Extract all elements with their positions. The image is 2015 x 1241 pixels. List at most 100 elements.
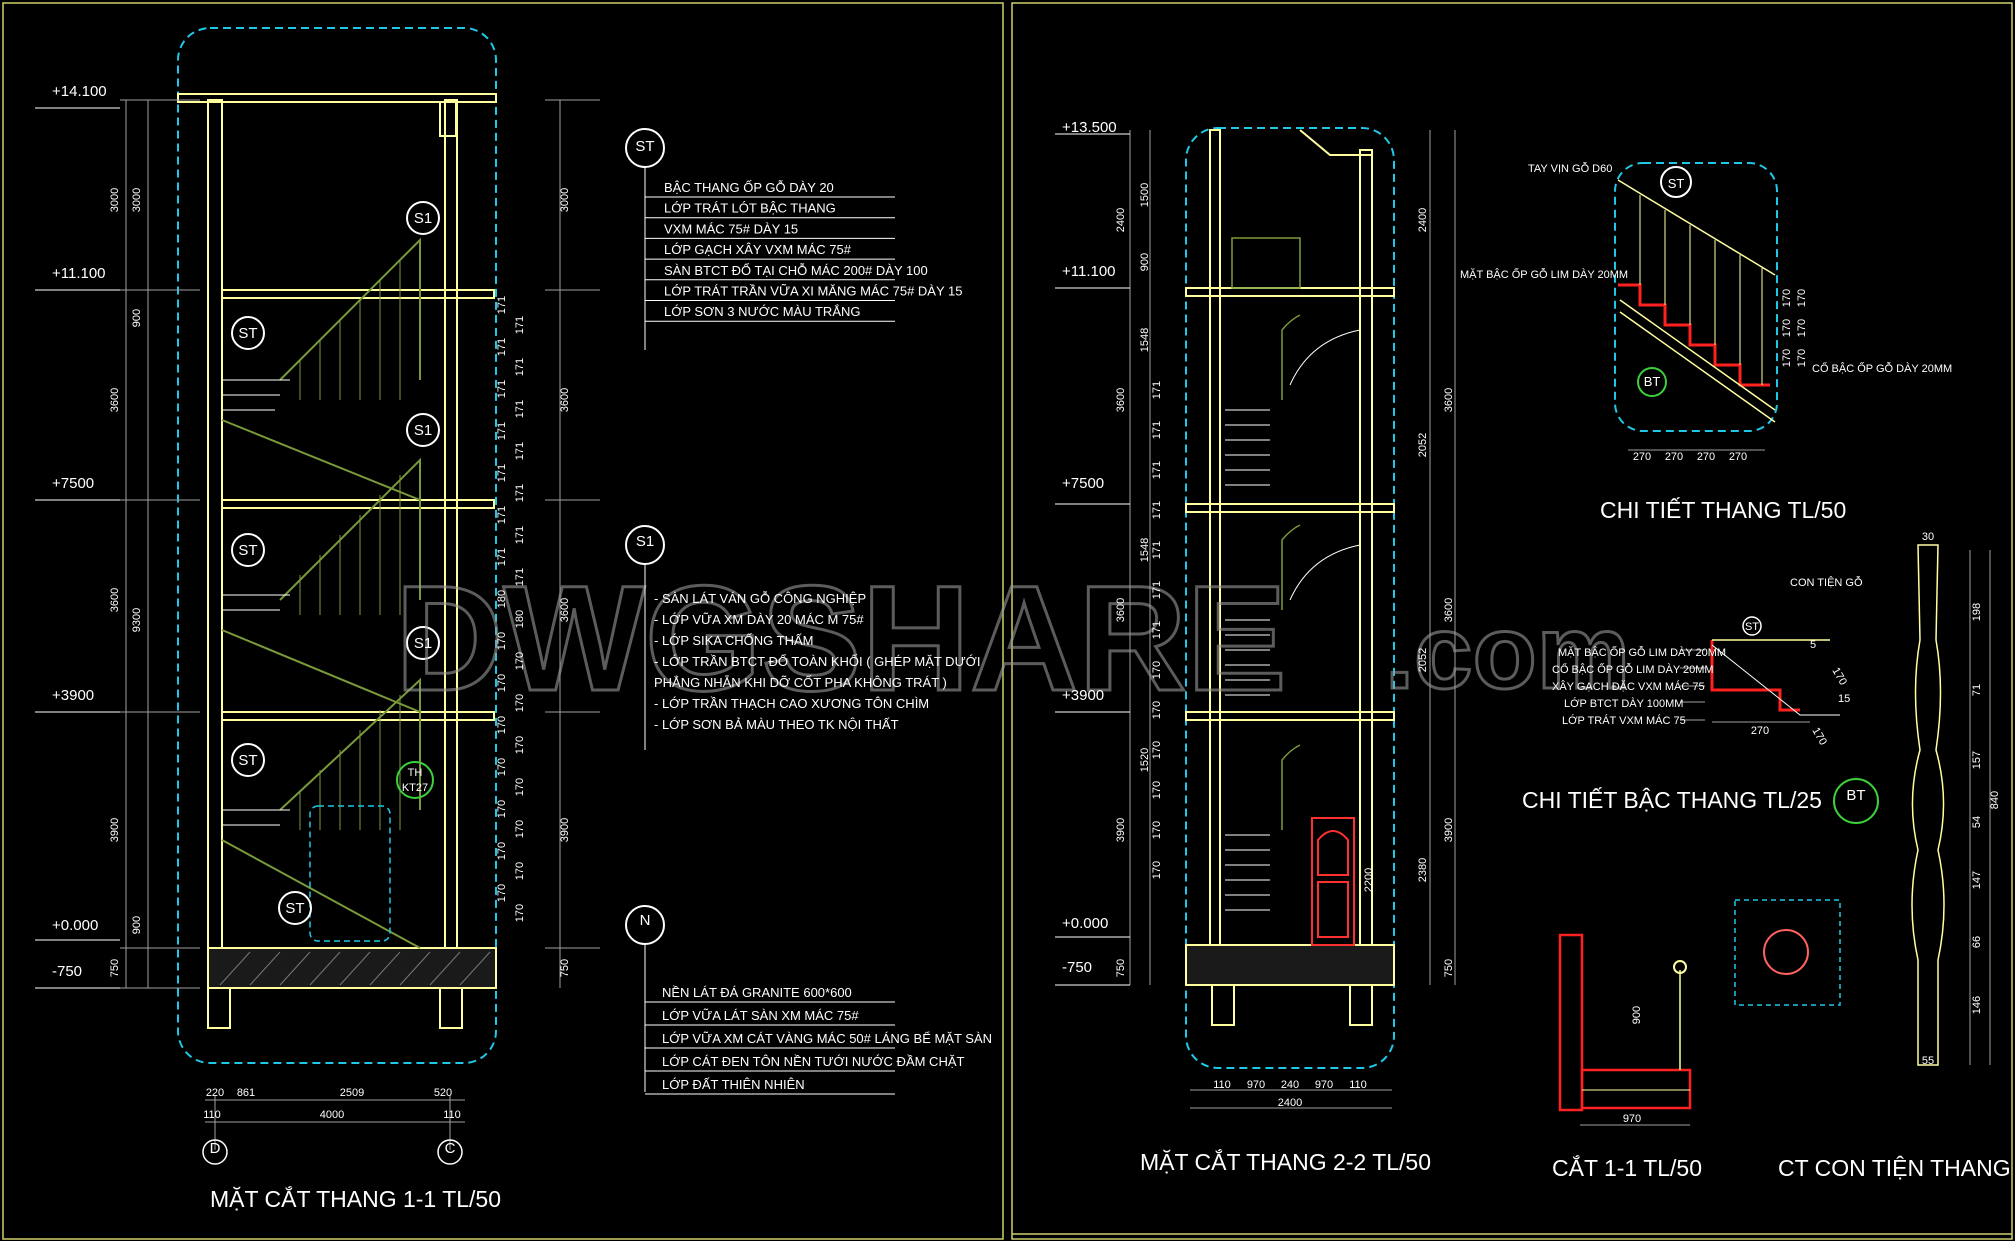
dim-label: 970	[1315, 1079, 1333, 1091]
riser-dim: 170	[496, 674, 508, 692]
level-label: +14.100	[52, 83, 107, 100]
section-1-drawing	[35, 27, 600, 1165]
riser-dim: 170	[514, 778, 526, 796]
baluster-dim: 147	[1971, 871, 1983, 889]
level-label: +13.500	[1062, 119, 1117, 136]
note-s1-item: PHẲNG NHẴN KHI DỠ CỐT PHA KHÔNG TRÁT )	[654, 675, 947, 690]
baluster-dim: 66	[1971, 936, 1983, 948]
riser-dim: 171	[514, 568, 526, 586]
watermark: DWGSHARE .com	[394, 553, 1632, 724]
section-2-drawing	[1055, 127, 1456, 1109]
note-s1-item: - SÀN LÁT VÁN GỖ CÔNG NGHIỆP	[654, 591, 866, 606]
detail-stair-side-dim: 170	[1796, 349, 1808, 367]
cut-detail-dim: 900	[1631, 1006, 1643, 1024]
riser-dim: 170	[496, 800, 508, 818]
label-tread: MẶT BẬC ỐP GỖ LIM DÀY 20MM	[1460, 267, 1628, 281]
cut-detail-title: CẮT 1-1 TL/50	[1552, 1154, 1702, 1181]
level-label: +0.000	[1062, 915, 1108, 932]
watermark-text: DWGSHARE	[395, 554, 1287, 722]
note-s1-item: - LỚP VỮA XM DÀY 20 MÁC M 75#	[654, 612, 864, 627]
dim-label: 900	[1139, 253, 1151, 271]
note-n-item: LỚP ĐẤT THIÊN NHIÊN	[662, 1077, 805, 1092]
riser-dim: 170	[514, 694, 526, 712]
marker-label: S1	[414, 422, 432, 439]
detail-step-label: LỚP TRÁT VXM MÁC 75	[1562, 714, 1686, 727]
dim-label: 750	[1443, 959, 1455, 977]
dim-label: 1520	[1139, 748, 1151, 772]
riser-dim: 170	[496, 758, 508, 776]
dim-label: 750	[109, 959, 121, 977]
riser-dim: 170	[1151, 661, 1163, 679]
label-riser: CỔ BẬC ỐP GỖ DÀY 20MM	[1812, 361, 1952, 375]
riser-dim: 171	[496, 380, 508, 398]
dim-label: 110	[1349, 1079, 1367, 1091]
door-elevation	[1311, 817, 1355, 946]
dim-label: 861	[237, 1087, 255, 1099]
level-label: +0.000	[52, 917, 98, 934]
riser-dim: 171	[514, 442, 526, 460]
axis-label: D	[210, 1140, 221, 1157]
marker-label: ST	[238, 542, 257, 559]
section-2-title: MẶT CẮT THANG 2-2 TL/50	[1140, 1148, 1431, 1175]
note-st-item: VXM MÁC 75# DÀY 15	[664, 221, 798, 236]
riser-dim: 171	[514, 526, 526, 544]
baluster-total-dim: 840	[1989, 791, 2001, 809]
dim-label: 3600	[1115, 598, 1127, 622]
riser-dim: 171	[1151, 541, 1163, 559]
note-s1-item: - LỚP TRẦN THẠCH CAO XƯƠNG TÔN CHÌM	[654, 696, 929, 711]
dim-label: 2052	[1417, 648, 1429, 672]
level-label: +3900	[52, 687, 94, 704]
note-st-item: LỚP SƠN 3 NƯỚC MÀU TRẮNG	[664, 304, 861, 319]
dim-label: 220	[206, 1087, 224, 1099]
detail-step-label: XÂY GẠCH ĐẶC VXM MÁC 75	[1552, 680, 1705, 693]
riser-dim: 170	[1151, 781, 1163, 799]
dim-label: 3600	[559, 388, 571, 412]
detail-stair-side-dim: 170	[1796, 319, 1808, 337]
level-label: +11.100	[1062, 263, 1116, 280]
dim-label: 3900	[109, 818, 121, 842]
dim-label: 970	[1247, 1079, 1265, 1091]
riser-dim: 171	[496, 338, 508, 356]
dim-label: 3000	[559, 188, 571, 212]
baluster-bottom-dim: 55	[1922, 1055, 1934, 1067]
dim-label: 2400	[1278, 1097, 1302, 1109]
riser-dim: 180	[496, 590, 508, 608]
dim-label: 110	[1213, 1079, 1231, 1091]
level-label: -750	[1062, 959, 1092, 976]
dim-label: 2380	[1417, 858, 1429, 882]
th-tag-label: TH	[408, 767, 423, 779]
riser-dim: 170	[514, 736, 526, 754]
dim-label: 900	[131, 309, 143, 327]
cut-detail-dim: 970	[1623, 1113, 1641, 1125]
dim-label: 3600	[1443, 598, 1455, 622]
riser-dim: 170	[496, 716, 508, 734]
detail-stair-side-dim: 170	[1796, 289, 1808, 307]
baluster-dim: 71	[1971, 684, 1983, 696]
detail-stair-side-dim: 170	[1781, 319, 1793, 337]
dim-label: 2400	[1417, 208, 1429, 232]
note-s1-marker: S1	[636, 533, 654, 550]
riser-dim: 171	[514, 484, 526, 502]
detail-step-label: CỔ BẬC ỐP GỖ LIM DÀY 20MM	[1552, 662, 1714, 676]
detail-step-dim: 5	[1810, 639, 1816, 651]
riser-dim: 171	[1151, 421, 1163, 439]
dim-label: 3600	[1443, 388, 1455, 412]
note-s1-item: - LỚP SIKA CHỐNG THẤM	[654, 633, 813, 648]
dim-label: 3000	[131, 188, 143, 212]
detail-stair-dim: 270	[1665, 451, 1683, 463]
note-n-item: NỀN LÁT ĐÁ GRANITE 600*600	[662, 985, 852, 1000]
note-s1-item: - LỚP SƠN BẢ MÀU THEO TK NỘI THẤT	[654, 717, 899, 732]
riser-dim: 171	[1151, 501, 1163, 519]
dim-label: 1548	[1139, 328, 1151, 352]
dim-label: 2052	[1417, 433, 1429, 457]
level-label: +7500	[52, 475, 94, 492]
riser-dim: 171	[496, 548, 508, 566]
note-n-item: LỚP VỮA XM CÁT VÀNG MÁC 50# LÁNG BỂ MẶT …	[662, 1031, 992, 1046]
note-st-item: SÀN BTCT ĐỔ TẠI CHỖ MÁC 200# DÀY 100	[664, 263, 928, 278]
detail-stair-title: CHI TIẾT THANG TL/50	[1600, 496, 1846, 523]
baluster-dim: 157	[1971, 751, 1983, 769]
note-st-marker: ST	[635, 138, 654, 155]
detail-stair-drawing	[1614, 162, 1778, 451]
